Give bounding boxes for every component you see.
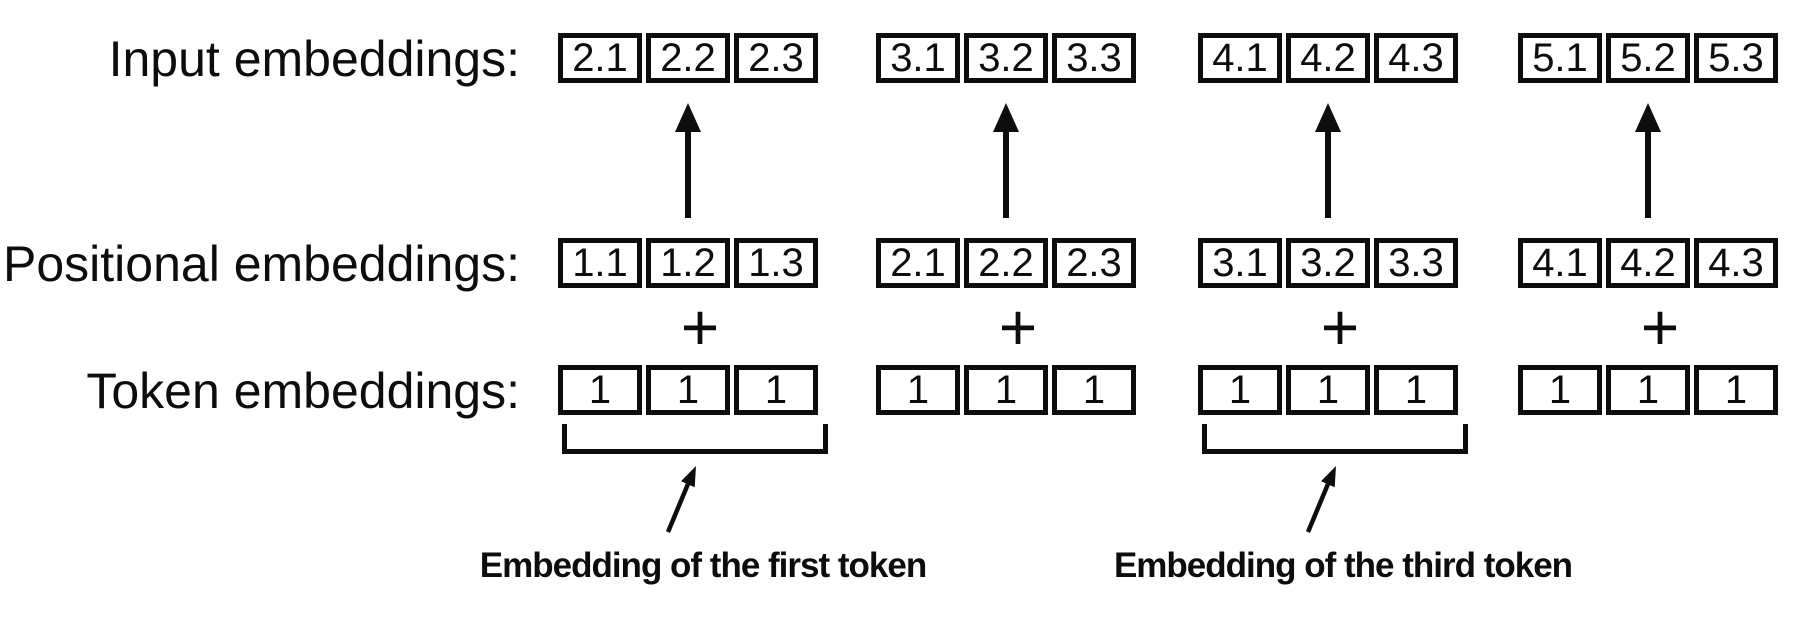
token-embedding-vector: 1 1 1 <box>1518 365 1778 415</box>
positional-embedding-vector: 2.1 2.2 2.3 <box>876 238 1136 288</box>
vector-cell: 1 <box>1374 365 1458 415</box>
vector-cell: 5.3 <box>1694 33 1778 83</box>
underbrace-bracket <box>562 424 828 454</box>
vector-cell: 1 <box>876 365 960 415</box>
input-embedding-vector: 3.1 3.2 3.3 <box>876 33 1136 83</box>
vector-cell: 4.2 <box>1286 33 1370 83</box>
vector-cell: 3.3 <box>1374 238 1458 288</box>
up-arrow-icon <box>1635 103 1661 218</box>
up-arrow-icon <box>993 103 1019 218</box>
token-embedding-vector: 1 1 1 <box>1198 365 1458 415</box>
embedding-group-4: 5.1 5.2 5.3 4.1 4.2 4.3 + 1 1 1 <box>1518 0 1778 626</box>
vector-cell: 1 <box>1286 365 1370 415</box>
vector-cell: 1.1 <box>558 238 642 288</box>
positional-embedding-vector: 1.1 1.2 1.3 <box>558 238 818 288</box>
plus-operator: + <box>1640 290 1680 364</box>
vector-cell: 2.3 <box>734 33 818 83</box>
vector-cell: 1 <box>646 365 730 415</box>
vector-cell: 4.3 <box>1694 238 1778 288</box>
vector-cell: 1 <box>1518 365 1602 415</box>
vector-cell: 2.2 <box>646 33 730 83</box>
vector-cell: 1 <box>1606 365 1690 415</box>
vector-cell: 3.3 <box>1052 33 1136 83</box>
vector-cell: 3.2 <box>1286 238 1370 288</box>
vector-cell: 4.2 <box>1606 238 1690 288</box>
vector-cell: 3.2 <box>964 33 1048 83</box>
vector-cell: 1.2 <box>646 238 730 288</box>
input-embedding-vector: 2.1 2.2 2.3 <box>558 33 818 83</box>
vector-cell: 2.2 <box>964 238 1048 288</box>
positional-embedding-vector: 3.1 3.2 3.3 <box>1198 238 1458 288</box>
vector-cell: 1 <box>1198 365 1282 415</box>
vector-cell: 1 <box>964 365 1048 415</box>
input-embedding-vector: 4.1 4.2 4.3 <box>1198 33 1458 83</box>
diagonal-arrow-icon <box>665 466 696 533</box>
vector-cell: 1 <box>1052 365 1136 415</box>
row-label-input-embeddings: Input embeddings: <box>108 31 520 87</box>
vector-cell: 2.1 <box>558 33 642 83</box>
vector-cell: 3.1 <box>876 33 960 83</box>
plus-operator: + <box>998 290 1038 364</box>
vector-cell: 1.3 <box>734 238 818 288</box>
vector-cell: 4.1 <box>1518 238 1602 288</box>
vector-cell: 1 <box>1694 365 1778 415</box>
input-embedding-vector: 5.1 5.2 5.3 <box>1518 33 1778 83</box>
positional-embedding-vector: 4.1 4.2 4.3 <box>1518 238 1778 288</box>
vector-cell: 5.1 <box>1518 33 1602 83</box>
underbrace-bracket <box>1202 424 1468 454</box>
vector-cell: 4.3 <box>1374 33 1458 83</box>
token-embedding-vector: 1 1 1 <box>558 365 818 415</box>
plus-operator: + <box>680 290 720 364</box>
annotation-third-token: Embedding of the third token <box>1113 546 1573 585</box>
up-arrow-icon <box>1315 103 1341 218</box>
vector-cell: 2.3 <box>1052 238 1136 288</box>
up-arrow-icon <box>675 103 701 218</box>
vector-cell: 2.1 <box>876 238 960 288</box>
token-embedding-vector: 1 1 1 <box>876 365 1136 415</box>
row-label-positional-embeddings: Positional embeddings: <box>3 236 520 292</box>
plus-operator: + <box>1320 290 1360 364</box>
vector-cell: 1 <box>734 365 818 415</box>
embedding-group-3: 4.1 4.2 4.3 3.1 3.2 3.3 + 1 1 1 Embeddin… <box>1114 0 1573 626</box>
vector-cell: 4.1 <box>1198 33 1282 83</box>
diagonal-arrow-icon <box>1305 466 1336 533</box>
row-label-token-embeddings: Token embeddings: <box>86 363 520 419</box>
vector-cell: 3.1 <box>1198 238 1282 288</box>
embedding-group-2: 3.1 3.2 3.3 2.1 2.2 2.3 + 1 1 1 <box>876 0 1136 626</box>
embedding-group-1: 2.1 2.2 2.3 1.1 1.2 1.3 + 1 1 1 Embeddin… <box>480 0 927 626</box>
annotation-first-token: Embedding of the first token <box>479 546 927 585</box>
vector-cell: 1 <box>558 365 642 415</box>
vector-cell: 5.2 <box>1606 33 1690 83</box>
